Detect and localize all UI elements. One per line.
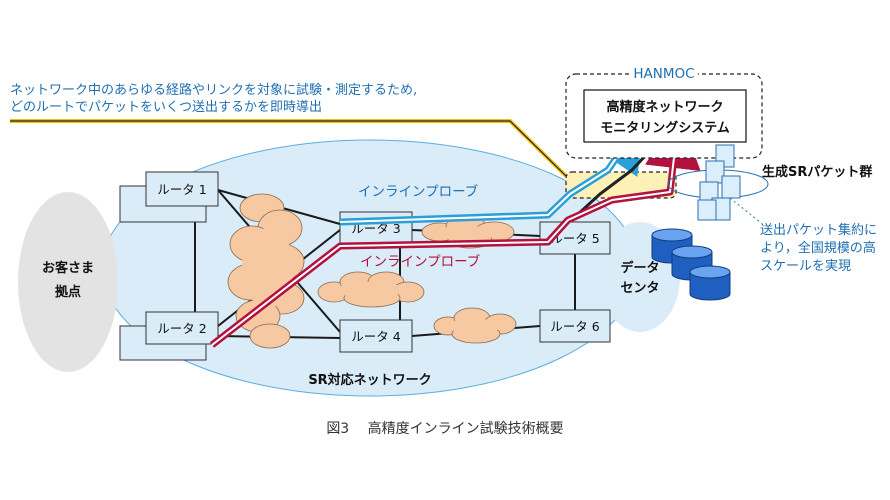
customer-site [18,192,118,372]
router-5: ルータ 5 [539,221,611,255]
aggregation-note-2: より，全国規模の高 [760,240,876,256]
monitoring-system-label-1: 高精度ネットワーク [606,99,723,115]
router-6-label: ルータ 6 [550,319,599,334]
router-1-label: ルータ 1 [157,182,206,197]
customer-label-1: お客さま [42,260,94,276]
router-2-label: ルータ 2 [157,321,206,336]
hanmoc-label: HANMOC [633,66,694,82]
cloud-shape [317,271,425,308]
annotation-text-2: どのルートでパケットをいくつ送出するかを即時導出 [10,100,322,115]
sr-packets-label: 生成SRパケット群 [762,164,872,180]
figure-caption: 図3 高精度インライン試験技術概要 [326,420,563,437]
aggregation-note-3: スケールを実現 [760,258,851,274]
monitoring-system-label-2: モニタリングシステム [600,120,730,136]
router-1: ルータ 1 [119,171,219,223]
customer-label-2: 拠点 [55,284,81,300]
router-6: ルータ 6 [539,309,611,343]
cloud-shape [433,307,517,344]
blue-probe-label: インラインプローブ [358,183,479,200]
red-probe-label: インラインプローブ [360,253,481,270]
annotation-text-1: ネットワーク中のあらゆる経路やリンクを対象に試験・測定するため, [10,82,417,98]
network-label: SR対応ネットワーク [308,372,431,388]
router-4: ルータ 4 [339,319,413,353]
datacenter-label-2: センタ [620,281,659,296]
router-4-label: ルータ 4 [351,329,400,344]
monitoring-system-box [583,89,747,143]
router-2: ルータ 2 [119,311,219,361]
datacenter-label-1: データ [620,260,659,276]
router-3-label: ルータ 3 [351,221,400,236]
aggregation-note-1: 送出パケット集約に [760,222,877,238]
packet-icon [697,144,741,221]
database-icon [689,265,731,301]
router-5-label: ルータ 5 [550,231,599,246]
